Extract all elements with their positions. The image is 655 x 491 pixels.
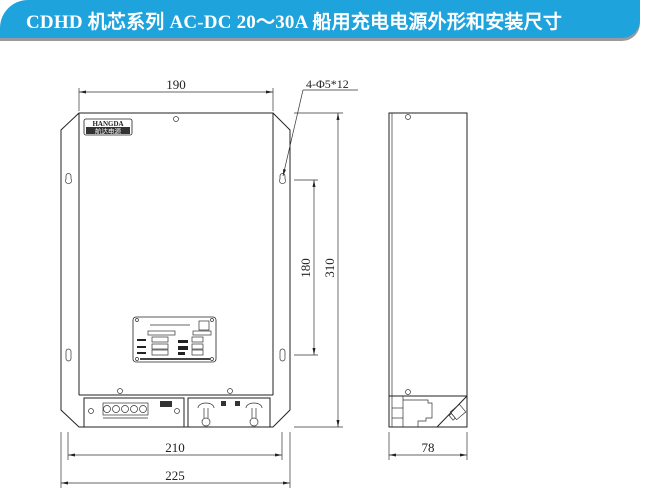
logo-text: HANGDA: [92, 120, 123, 128]
dim-inner-width: 210: [67, 432, 283, 460]
dim-overall-width: 225: [60, 432, 291, 488]
keyhole-slot-icon: [279, 173, 286, 184]
page-title: CDHD 机芯系列 AC-DC 20～30A 船用充电电源外形和安装尺寸: [26, 12, 563, 33]
dim-label: 4-Φ5*12: [306, 77, 349, 91]
dim-label: 210: [165, 440, 185, 455]
dim-height: 310: [294, 112, 343, 428]
screw-icon: [173, 116, 179, 122]
front-view: HANGDA 航达电源: [60, 112, 291, 428]
dim-hole-spec: 4-Φ5*12: [282, 77, 358, 177]
slot-icon: [279, 348, 286, 362]
dim-top-width: 190: [78, 77, 274, 111]
side-view: [388, 112, 468, 428]
brand-logo: HANGDA 航达电源: [83, 118, 133, 136]
dim-depth: 78: [388, 432, 468, 460]
logo-text-cn: 航达电源: [95, 127, 122, 136]
slot-icon: [65, 348, 72, 362]
terminal-panel: [83, 388, 271, 428]
front-outline: [60, 112, 291, 428]
dim-label: 190: [166, 77, 186, 92]
dim-label: 310: [322, 258, 337, 278]
title-banner: CDHD 机芯系列 AC-DC 20～30A 船用充电电源外形和安装尺寸: [0, 0, 640, 38]
keyhole-slot-icon: [65, 173, 72, 184]
dim-label: 180: [298, 258, 313, 278]
dim-label: 78: [422, 440, 435, 455]
nameplate: [132, 316, 217, 363]
dim-hole-spacing: 180: [294, 179, 318, 356]
dim-label: 225: [165, 468, 185, 483]
